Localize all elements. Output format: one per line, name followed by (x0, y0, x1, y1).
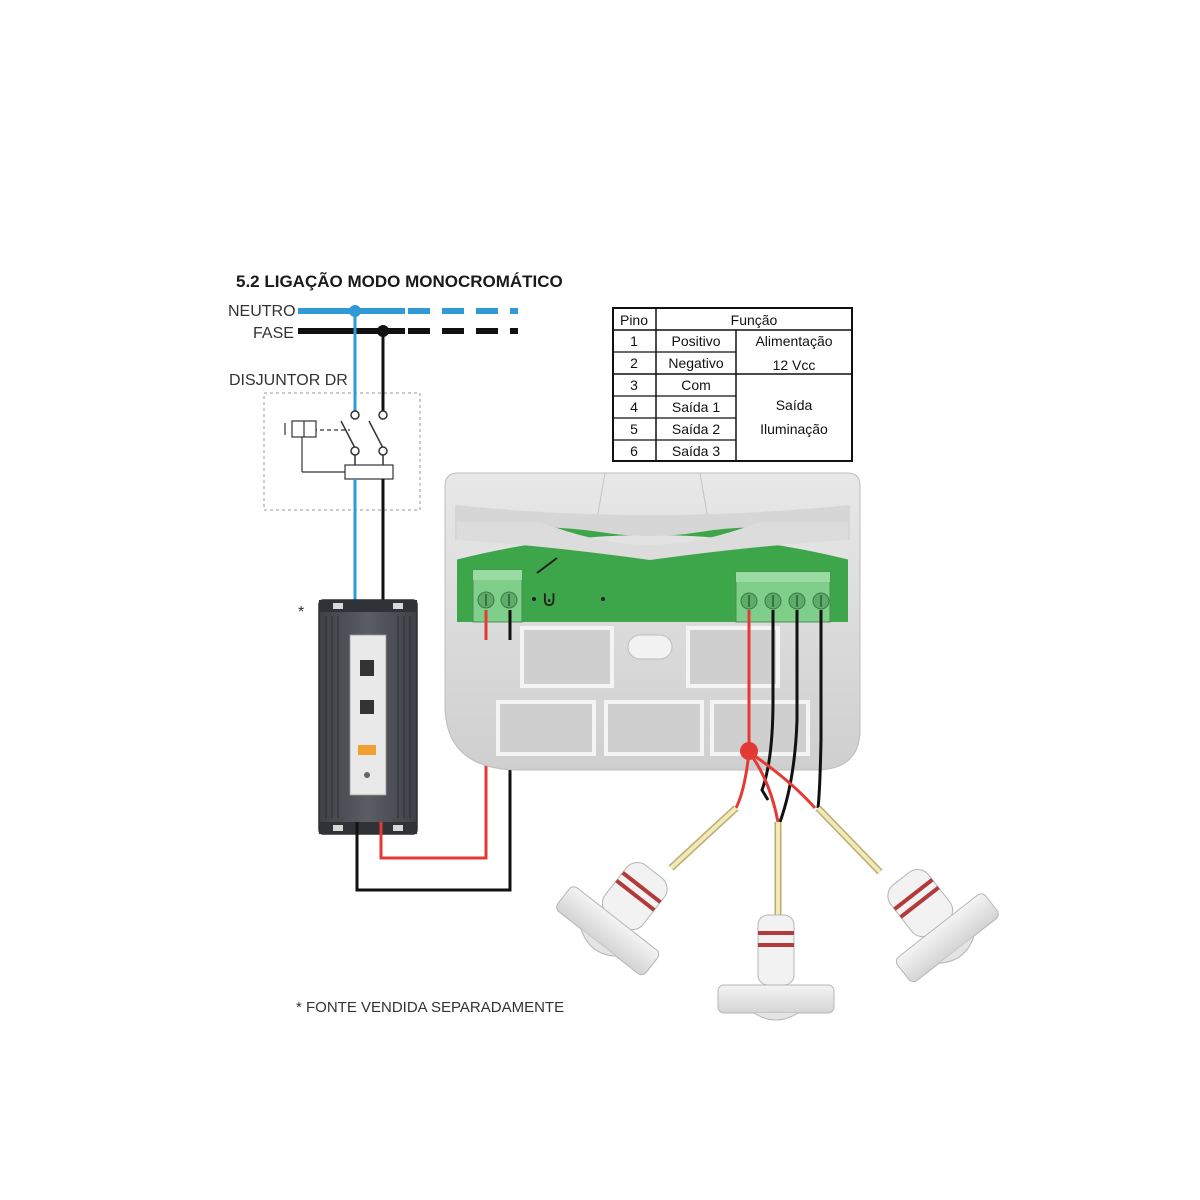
table-row-signal: Saída 2 (672, 421, 720, 437)
table-row-pin: 5 (630, 421, 638, 437)
table-group-power-line2: 12 Vcc (773, 357, 816, 373)
output-terminal-block (735, 571, 831, 623)
psu-asterisk: * (298, 604, 304, 621)
pin-function-table: Pino Função 1 Positivo 2 Negativo 3 Com … (612, 307, 853, 462)
common-junction (740, 742, 758, 760)
table-row-signal: Saída 1 (672, 399, 720, 415)
neutral-label: NEUTRO (228, 303, 296, 320)
breaker-dr: DISJUNTOR DR (229, 311, 421, 511)
table-row-pin: 6 (630, 443, 638, 459)
footnote: * FONTE VENDIDA SEPARADAMENTE (296, 999, 564, 1016)
breaker-label: DISJUNTOR DR (229, 372, 348, 389)
table-header-pin: Pino (620, 312, 648, 328)
phase-label: FASE (253, 325, 294, 342)
output3-wire (816, 610, 823, 809)
led-spot-left (556, 862, 668, 976)
led-spot-center (717, 914, 835, 1021)
mounting-hole (627, 634, 673, 660)
table-group-output-line1: Saída (776, 397, 813, 413)
power-terminal-block (472, 569, 523, 623)
housing-knockouts (496, 626, 810, 756)
psu-label-plate (349, 634, 387, 796)
table-row-pin: 4 (630, 399, 638, 415)
diagram-title: 5.2 LIGAÇÃO MODO MONOCROMÁTICO (236, 271, 563, 291)
power-supply: * (298, 599, 418, 835)
table-row-signal: Saída 3 (672, 443, 720, 459)
table-row-signal: Com (681, 377, 711, 393)
led-spot-right (887, 869, 999, 983)
breaker-box (263, 392, 421, 511)
breaker-coil (344, 464, 394, 480)
table-group-output-line2: Iluminação (760, 421, 828, 437)
board-silkscreen-icon: ⊍ (541, 587, 557, 612)
controller-housing: ⊍ (444, 472, 861, 771)
table-row-signal: Positivo (671, 333, 720, 349)
table-row-pin: 1 (630, 333, 638, 349)
table-row-pin: 3 (630, 377, 638, 393)
output2-wire (778, 610, 799, 823)
table-row-signal: Negativo (668, 355, 723, 371)
table-header-function: Função (731, 312, 778, 328)
output1-wire (760, 610, 775, 801)
mains-lines: NEUTRO FASE (228, 303, 518, 342)
table-row-pin: 2 (630, 355, 638, 371)
table-group-power-line1: Alimentação (755, 333, 832, 349)
